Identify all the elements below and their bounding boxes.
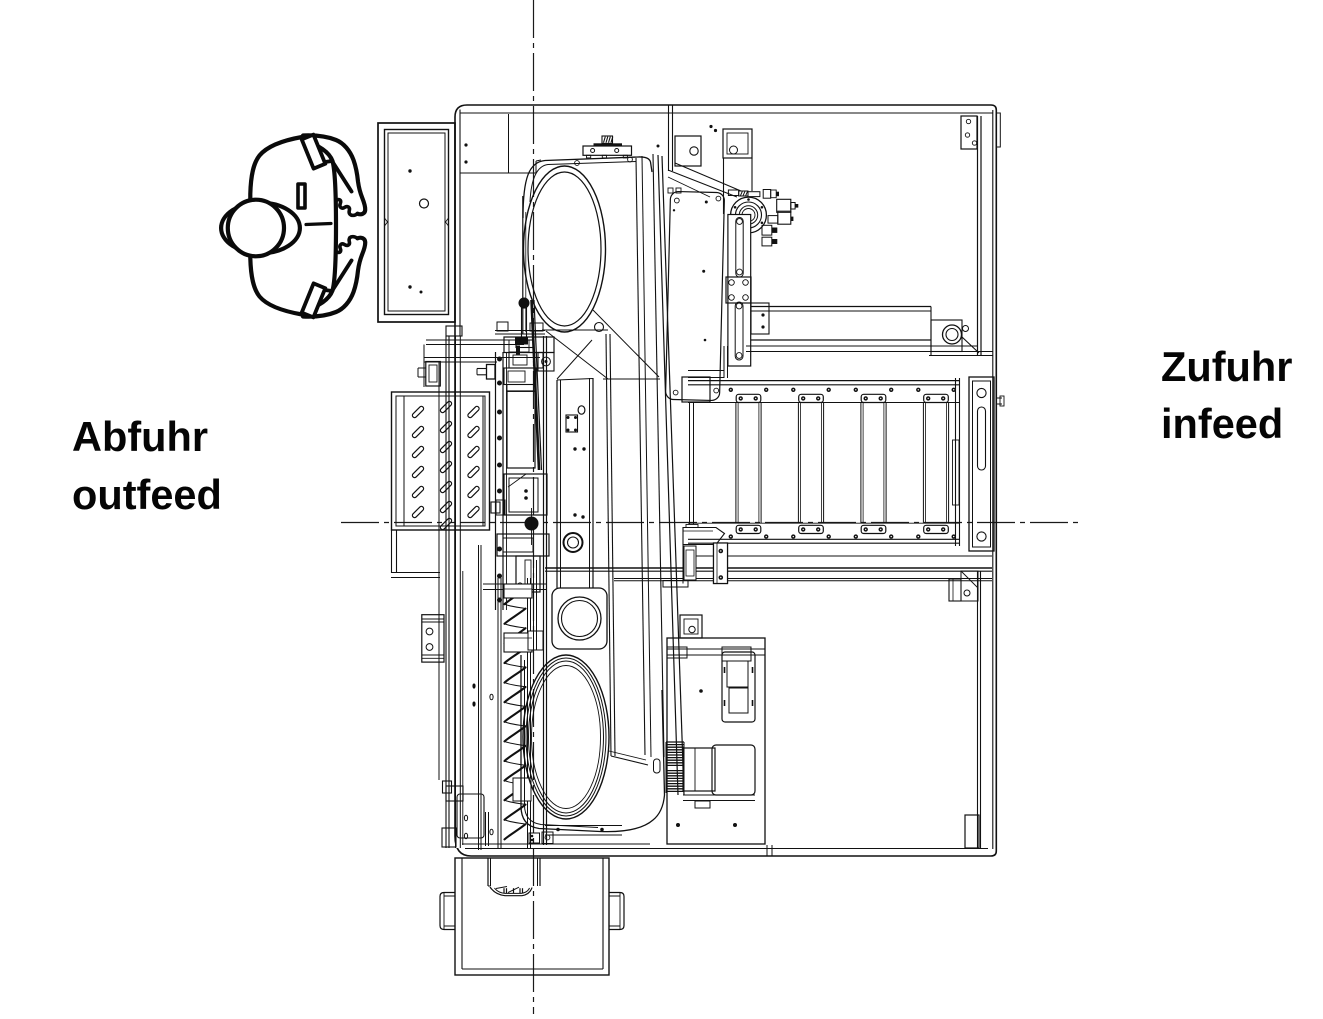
svg-text:Zufuhr: Zufuhr <box>1161 343 1292 390</box>
svg-text:outfeed: outfeed <box>72 471 222 518</box>
svg-text:Abfuhr: Abfuhr <box>72 413 208 460</box>
svg-text:infeed: infeed <box>1161 400 1283 447</box>
